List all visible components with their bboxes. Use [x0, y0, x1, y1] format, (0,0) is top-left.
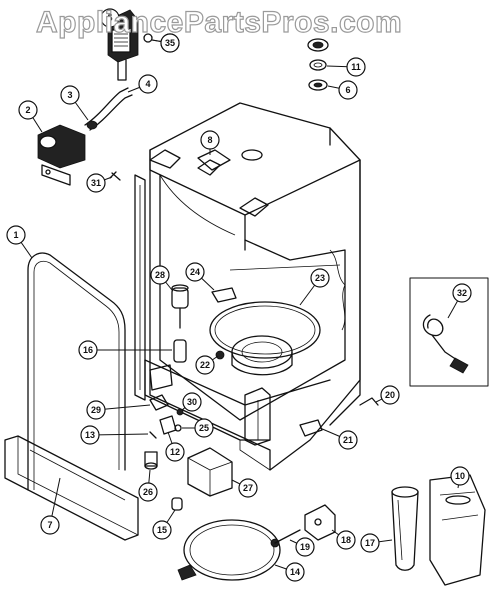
callout-bubble-26	[138, 482, 158, 502]
callout-label-20: 20	[385, 390, 395, 400]
callout-label-22: 22	[200, 360, 210, 370]
callout-label-19: 19	[300, 542, 310, 552]
callout-label-6: 6	[345, 85, 350, 95]
callout-label-35: 35	[165, 38, 175, 48]
fill-hose	[84, 87, 129, 126]
callout-bubble-12	[165, 442, 185, 462]
callout-label-26: 26	[143, 487, 153, 497]
kick-plate	[4, 435, 139, 541]
bracket-18	[304, 504, 336, 541]
callout-bubble-21	[338, 430, 358, 450]
callout-bubble-5	[100, 8, 120, 28]
clamp-3	[86, 120, 98, 130]
o-ring-33	[143, 33, 153, 43]
callout-bubble-11	[346, 57, 366, 77]
part-22	[215, 350, 225, 360]
callout-label-12: 12	[170, 447, 180, 457]
callout-label-15: 15	[157, 525, 167, 535]
heater-box	[187, 447, 233, 497]
tube-16	[173, 339, 187, 363]
callout-bubble-30	[182, 392, 202, 412]
callout-label-13: 13	[85, 430, 95, 440]
callout-bubble-4	[138, 74, 158, 94]
float-part	[171, 284, 189, 329]
power-cord-inset	[409, 277, 489, 387]
callout-bubble-29	[86, 400, 106, 420]
watermark: AppliancePartsPros.com	[35, 5, 403, 39]
part-20	[359, 397, 379, 406]
callout-label-28: 28	[155, 270, 165, 280]
part-15	[171, 497, 183, 511]
callout-label-11: 11	[351, 62, 361, 72]
callout-bubble-18	[336, 530, 356, 550]
callout-label-29: 29	[91, 405, 101, 415]
bracket-8	[197, 149, 231, 171]
heating-element	[177, 519, 301, 581]
callout-label-31: 31	[91, 178, 101, 188]
callout-bubble-23	[310, 268, 330, 288]
cover-10	[429, 474, 486, 586]
callout-bubble-24	[185, 262, 205, 282]
callout-label-17: 17	[365, 538, 375, 548]
seal-parts	[307, 38, 329, 91]
callout-bubble-1	[6, 225, 26, 245]
filter-tube	[391, 486, 419, 571]
callout-bubble-35	[160, 33, 180, 53]
callout-bubble-3	[60, 85, 80, 105]
water-valve	[37, 124, 86, 186]
callout-bubble-10	[450, 466, 470, 486]
door-gasket-inner	[33, 260, 120, 490]
front-small-parts	[144, 394, 184, 470]
callout-label-30: 30	[187, 397, 197, 407]
callout-bubble-31	[86, 173, 106, 193]
callout-bubble-8	[200, 130, 220, 150]
callout-label-8: 8	[207, 135, 212, 145]
callout-bubble-7	[40, 515, 60, 535]
callout-label-10: 10	[455, 471, 465, 481]
door-gasket	[27, 252, 126, 491]
callout-bubble-22	[195, 355, 215, 375]
callouts: 1234567810111213141516171819202122232425…	[6, 8, 472, 582]
callout-label-25: 25	[199, 423, 209, 433]
callout-bubble-13	[80, 425, 100, 445]
callout-bubble-28	[150, 265, 170, 285]
callout-label-18: 18	[341, 535, 351, 545]
callout-bubble-32	[452, 283, 472, 303]
tub-assembly	[134, 102, 361, 471]
callout-label-4: 4	[145, 79, 150, 89]
callout-bubble-6	[338, 80, 358, 100]
callout-label-32: 32	[457, 288, 467, 298]
callout-label-27: 27	[243, 483, 253, 493]
callout-bubble-17	[360, 533, 380, 553]
callout-bubble-19	[295, 537, 315, 557]
callout-bubble-27	[238, 478, 258, 498]
callout-label-5: 5	[107, 13, 112, 23]
callout-bubble-25	[194, 418, 214, 438]
callout-bubble-20	[380, 385, 400, 405]
callout-bubble-14	[285, 562, 305, 582]
leader-line-13	[89, 433, 149, 436]
screw-31	[109, 171, 121, 181]
callout-label-21: 21	[343, 435, 353, 445]
callout-label-1: 1	[13, 230, 18, 240]
bracket-24	[211, 287, 237, 303]
callout-label-7: 7	[47, 520, 52, 530]
part-21	[299, 419, 323, 437]
callout-label-23: 23	[315, 273, 325, 283]
callout-bubble-16	[78, 340, 98, 360]
callout-bubble-2	[18, 100, 38, 120]
callout-label-14: 14	[290, 567, 300, 577]
spray-ring	[209, 301, 321, 376]
callout-label-16: 16	[83, 345, 93, 355]
callout-label-24: 24	[190, 267, 200, 277]
callout-label-2: 2	[25, 105, 30, 115]
callout-label-3: 3	[67, 90, 72, 100]
callout-bubble-15	[152, 520, 172, 540]
